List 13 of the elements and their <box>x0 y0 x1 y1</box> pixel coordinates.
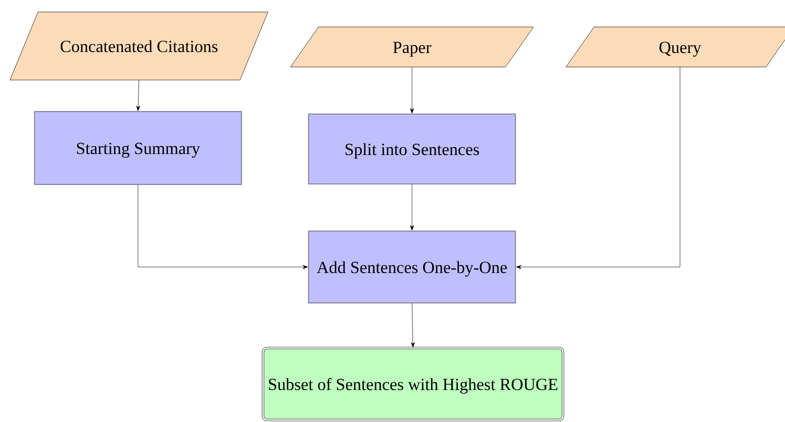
input-parallelogram: Paper <box>290 26 534 68</box>
arrow <box>136 80 140 111</box>
input-parallelogram: Query <box>566 26 785 68</box>
arrow <box>138 184 308 269</box>
arrow <box>410 303 415 348</box>
result-box: Subset of Sentences with Highest ROUGE <box>262 346 564 422</box>
arrow <box>516 67 680 269</box>
process-box: Add Sentences One-by-One <box>308 230 516 304</box>
input-parallelogram: Concatenated Citations <box>10 12 268 80</box>
process-box: Starting Summary <box>34 111 242 185</box>
process-box: Split into Sentences <box>308 114 516 184</box>
arrow <box>410 67 414 114</box>
arrow <box>410 184 414 230</box>
